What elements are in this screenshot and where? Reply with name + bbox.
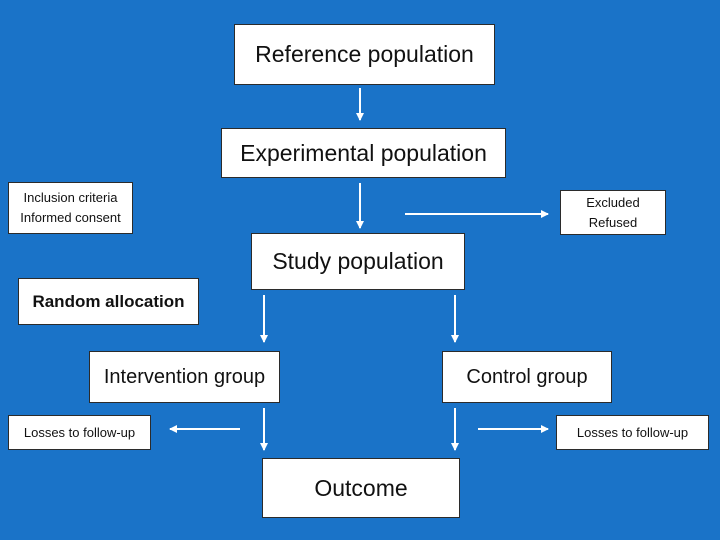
- study-population-label: Study population: [272, 248, 444, 274]
- control-group-box: Control group: [442, 351, 612, 403]
- losses-left-label: Losses to follow-up: [23, 424, 136, 440]
- intervention-group-box: Intervention group: [89, 351, 280, 403]
- outcome-label: Outcome: [314, 474, 408, 501]
- experimental-population-label: Experimental population: [240, 139, 487, 166]
- study-population-box: Study population: [251, 233, 465, 290]
- refused-label: Refused: [588, 214, 638, 230]
- experimental-population-box: Experimental population: [221, 128, 506, 178]
- control-group-label: Control group: [466, 365, 588, 388]
- losses-right-box: Losses to follow-up: [556, 415, 709, 450]
- losses-right-label: Losses to follow-up: [576, 424, 689, 440]
- excluded-label: Excluded: [586, 194, 640, 210]
- inclusion-criteria-label: Inclusion criteria: [23, 190, 118, 205]
- excluded-refused-box: Excluded Refused: [560, 190, 666, 235]
- reference-population-box: Reference population: [234, 24, 495, 85]
- outcome-box: Outcome: [262, 458, 460, 518]
- inclusion-criteria-box: Inclusion criteria Informed consent: [8, 182, 133, 234]
- random-allocation-label: Random allocation: [32, 291, 185, 311]
- informed-consent-label: Informed consent: [20, 210, 121, 225]
- losses-left-box: Losses to follow-up: [8, 415, 151, 450]
- intervention-group-label: Intervention group: [103, 365, 266, 388]
- reference-population-label: Reference population: [255, 41, 474, 67]
- random-allocation-box: Random allocation: [18, 278, 199, 325]
